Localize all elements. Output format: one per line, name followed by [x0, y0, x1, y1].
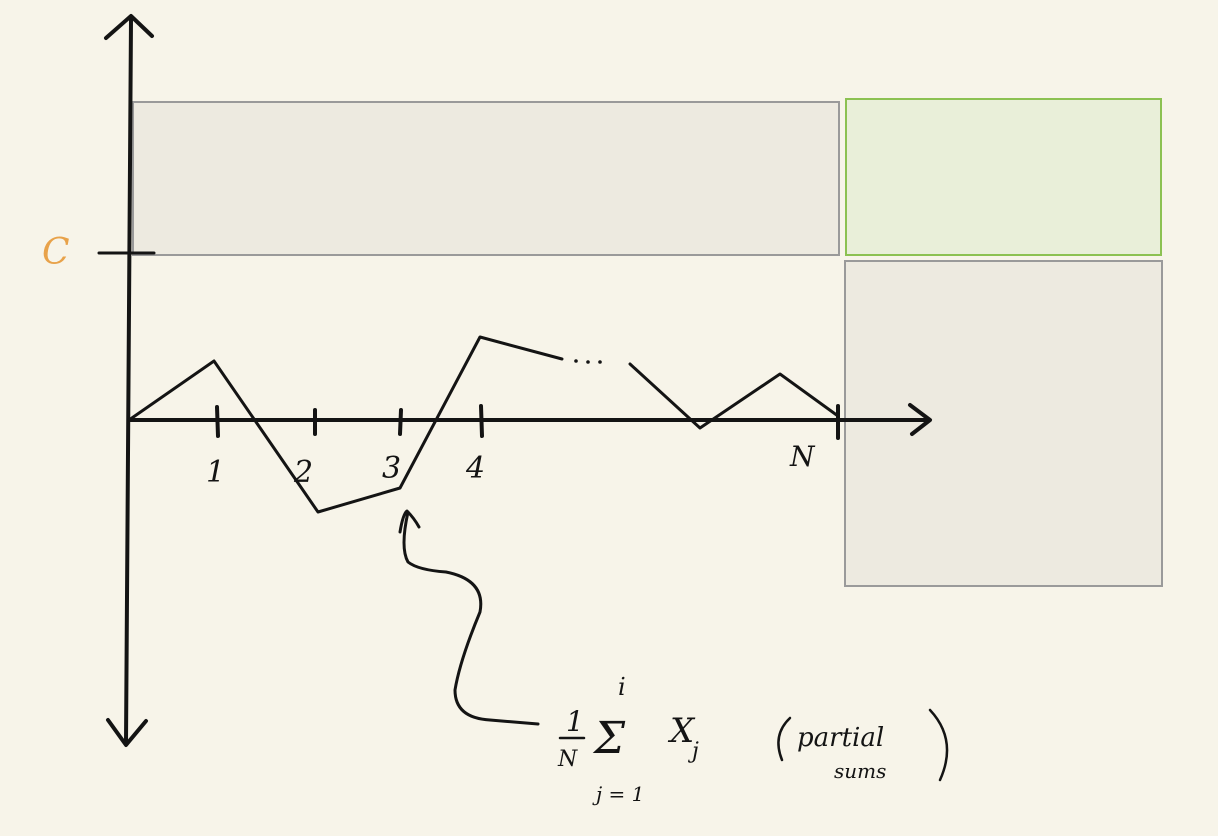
ellipsis-dots — [574, 359, 602, 364]
note-line-1: partial — [797, 723, 884, 753]
tick-label-1: 1 — [206, 455, 225, 490]
partial-sums-note: partial sums — [777, 708, 949, 783]
horizontal-axis — [127, 403, 932, 436]
region-above-threshold — [132, 101, 840, 256]
open-paren — [777, 716, 792, 762]
region-highlighted — [845, 98, 1162, 256]
tick-label-3: 3 — [382, 451, 401, 486]
formula-lower-limit: j = 1 — [592, 782, 644, 806]
down-arrowhead — [106, 718, 148, 747]
right-arrowhead — [908, 403, 932, 436]
tick-3 — [398, 408, 403, 436]
region-right-lower — [844, 260, 1163, 587]
tick-label-4: 4 — [465, 451, 485, 486]
note-line-2: sums — [834, 759, 886, 783]
pointer-curve — [398, 509, 540, 726]
formula-upper-limit: i — [618, 673, 626, 701]
tick-label-2: 2 — [293, 455, 313, 490]
threshold-label: C — [42, 232, 70, 273]
vertical-axis — [104, 14, 154, 747]
walk-segment-left — [127, 335, 564, 514]
formula-numerator: 1 — [566, 705, 584, 738]
tick-1 — [215, 405, 220, 438]
walk-segment-right — [628, 362, 840, 430]
tick-4 — [479, 404, 484, 438]
formula-sum-symbol: Σ — [592, 713, 626, 764]
formula-denominator: N — [557, 747, 578, 772]
partial-sum-formula: 1 N Σ i j = 1 X j — [557, 673, 699, 806]
tick-label-N: N — [789, 440, 816, 473]
formula-term: X — [667, 711, 696, 751]
partial-sum-path — [127, 335, 840, 514]
close-paren — [928, 708, 949, 782]
up-arrowhead — [104, 14, 154, 40]
axis-ticks — [215, 404, 840, 440]
